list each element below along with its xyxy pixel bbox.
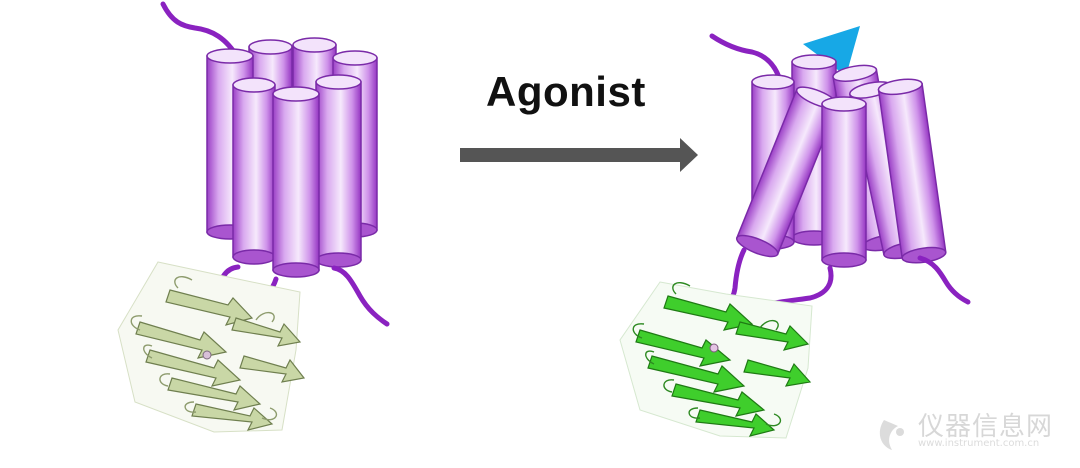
helix-active-right-2 — [877, 78, 947, 264]
watermark: 仪器信息网 www.instrument.com.cn — [872, 404, 1072, 454]
helix-front-1 — [232, 77, 276, 265]
active-receptor — [619, 26, 971, 439]
helix-active-front — [821, 96, 867, 268]
agonist-label: Agonist — [486, 68, 646, 115]
c-terminus-loop — [331, 265, 390, 327]
watermark-name: 仪器信息网 — [918, 412, 1054, 442]
n-terminus-loop — [160, 1, 241, 61]
helix-front-3 — [272, 86, 320, 278]
inactive-receptor — [117, 1, 390, 433]
activation-arrow — [460, 138, 698, 172]
inactive-g-protein — [117, 261, 306, 433]
agonist-ligand — [803, 26, 860, 76]
active-g-protein — [619, 281, 813, 439]
n-terminus-loop-active — [709, 33, 785, 91]
helix-front-2 — [315, 74, 362, 268]
watermark-url: www.instrument.com.cn — [918, 438, 1040, 449]
c-terminus-loop-active — [917, 255, 971, 305]
watermark-logo-icon — [879, 420, 904, 450]
